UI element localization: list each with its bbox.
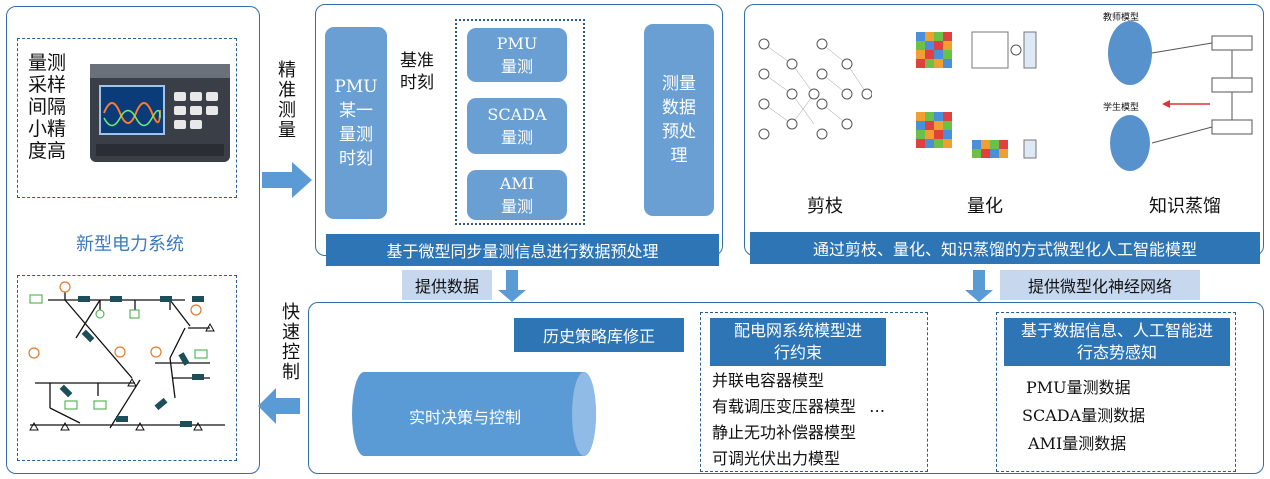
model-item: 可调光伏出力模型: [712, 449, 841, 468]
provide-data-tag: 提供数据: [402, 270, 492, 300]
model-list: 并联电容器模型 有载调压变压器模型 … 静止无功补偿器模型 可调光伏出力模型: [712, 368, 924, 472]
preprocess-banner: 基于微型同步量测信息进行数据预处理: [326, 234, 719, 266]
pruning-network-graphic: [752, 14, 872, 184]
scada-measure-box: SCADA 量测: [467, 98, 567, 154]
awareness-box: [996, 312, 1236, 472]
model-constraint-title: 配电网系统模型进行约束: [710, 318, 886, 366]
device-caption: 量测采样间隔小精度高: [28, 52, 67, 162]
ami-measure-line2: 量测: [500, 196, 533, 216]
grid-diagram-box: [17, 275, 237, 461]
pmu-measure-line1: PMU: [496, 33, 538, 53]
model-item: 静止无功补偿器模型: [712, 423, 857, 442]
model-item: 并联电容器模型: [712, 371, 825, 390]
awareness-title: 基于数据信息、人工智能进行态势感知: [1004, 318, 1230, 366]
measure-group-box: [455, 19, 585, 225]
compression-banner: 通过剪枝、量化、知识蒸馏的方式微型化人工智能模型: [750, 232, 1260, 264]
history-box: 历史策略库修正: [514, 318, 684, 352]
device-box: [17, 38, 237, 198]
base-time-label: 基准时刻: [400, 51, 434, 93]
data-item: PMU量测数据: [1026, 378, 1131, 397]
pmu-measure-line2: 量测: [500, 56, 533, 76]
pmu-time-box: PMU某一量测时刻: [325, 27, 387, 219]
model-compression-panel: [744, 4, 1264, 256]
quantization-graphic: [912, 14, 1062, 184]
realtime-label: 实时决策与控制: [408, 408, 521, 427]
realtime-cylinder: [350, 366, 598, 462]
pruning-label: 剪枝: [807, 196, 843, 217]
quantization-label: 量化: [967, 196, 1003, 217]
fast-control-label: 快速控制: [279, 302, 300, 382]
data-item: SCADA量测数据: [1022, 406, 1146, 425]
ami-measure-line1: AMI: [499, 173, 535, 193]
scada-measure-line2: 量测: [500, 127, 533, 147]
distillation-label: 知识蒸馏: [1149, 196, 1221, 217]
scada-measure-line1: SCADA: [487, 104, 547, 124]
model-item: 有载调压变压器模型 …: [712, 394, 924, 420]
distillation-graphic: [1100, 8, 1260, 188]
precise-measure-label: 精准测量: [275, 60, 296, 140]
distribution-network-diagram: [20, 278, 235, 458]
ami-measure-box: AMI 量测: [467, 170, 567, 220]
pmu-device-image: [86, 58, 234, 166]
model-item-text: 有载调压变压器模型: [712, 397, 857, 416]
provide-network-tag: 提供微型化神经网络: [1000, 270, 1200, 300]
teacher-label: 教师模型: [1103, 13, 1140, 23]
student-label: 学生模型: [1103, 103, 1140, 113]
model-constraint-box: [700, 312, 928, 472]
pmu-measure-box: PMU 量测: [467, 28, 567, 82]
preprocess-box: 测量数据预处理: [644, 24, 714, 216]
ellipsis: …: [869, 397, 886, 416]
data-item: AMI量测数据: [1028, 434, 1127, 453]
system-title: 新型电力系统: [76, 234, 184, 255]
data-list: PMU量测数据 SCADA量测数据 AMI量测数据: [1018, 374, 1218, 458]
